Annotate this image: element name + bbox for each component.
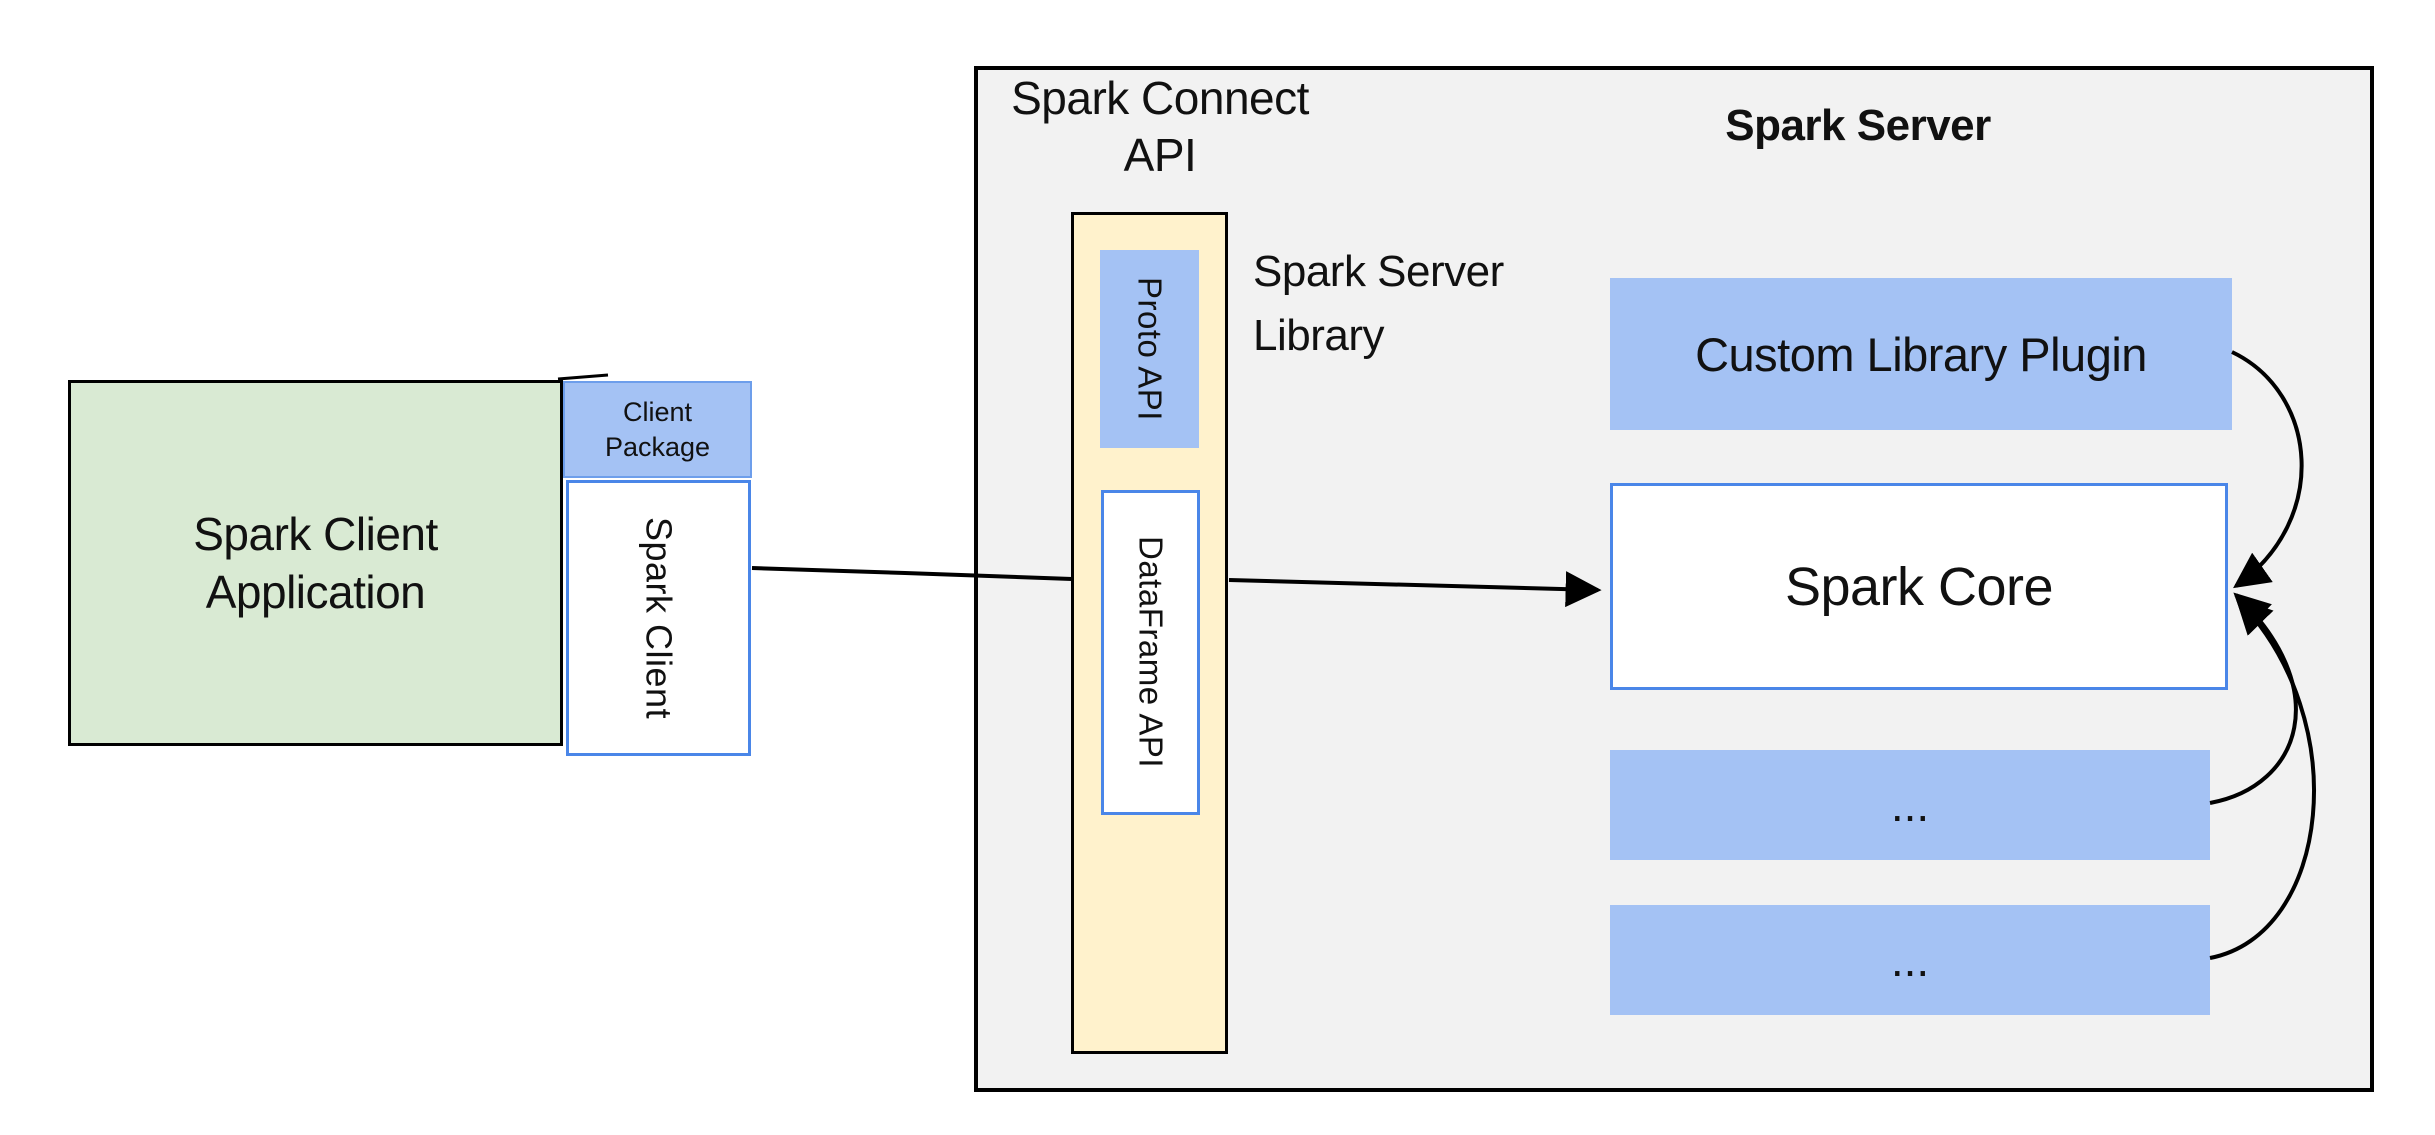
spark-core-box: Spark Core xyxy=(1610,483,2228,690)
custom-library-plugin-box: Custom Library Plugin xyxy=(1610,278,2232,430)
spark-client-box: Spark Client xyxy=(566,480,751,756)
spark-connect-api-title: Spark Connect API xyxy=(1010,70,1310,184)
proto-api-box: Proto API xyxy=(1100,250,1199,448)
spark-client-application-label-line2: Application xyxy=(205,566,426,618)
spark-server-title: Spark Server xyxy=(1725,101,1991,150)
spark-core-label: Spark Core xyxy=(1784,556,2054,617)
plugin-slot-box-2: ... xyxy=(1610,905,2210,1015)
client-package-label-line1: Client xyxy=(622,396,692,427)
plugin-slot-label-2: ... xyxy=(1890,934,1930,986)
spark-connect-api-title-line1: Spark Connect xyxy=(1011,72,1309,124)
plugin-slot-box-1: ... xyxy=(1610,750,2210,860)
spark-client-application-label-line1: Spark Client xyxy=(193,508,438,560)
dataframe-api-box: DataFrame API xyxy=(1101,490,1200,815)
plugin-slot-label-1: ... xyxy=(1890,779,1930,831)
dataframe-api-label: DataFrame API xyxy=(1132,536,1170,769)
spark-server-library-label-line1: Spark Server xyxy=(1253,247,1504,296)
spark-client-application-box: Spark Client Application xyxy=(68,380,563,746)
spark-connect-api-title-line2: API xyxy=(1123,129,1197,181)
spark-server-library-label: Spark Server Library xyxy=(1253,240,1504,368)
spark-client-label: Spark Client xyxy=(638,516,680,720)
client-package-label-line2: Package xyxy=(604,431,711,462)
client-box-top-border-line xyxy=(557,373,609,381)
proto-api-label: Proto API xyxy=(1131,277,1169,421)
client-package-box: Client Package xyxy=(563,381,752,478)
custom-library-plugin-label: Custom Library Plugin xyxy=(1695,327,2147,381)
spark-server-library-label-line2: Library xyxy=(1253,311,1384,360)
